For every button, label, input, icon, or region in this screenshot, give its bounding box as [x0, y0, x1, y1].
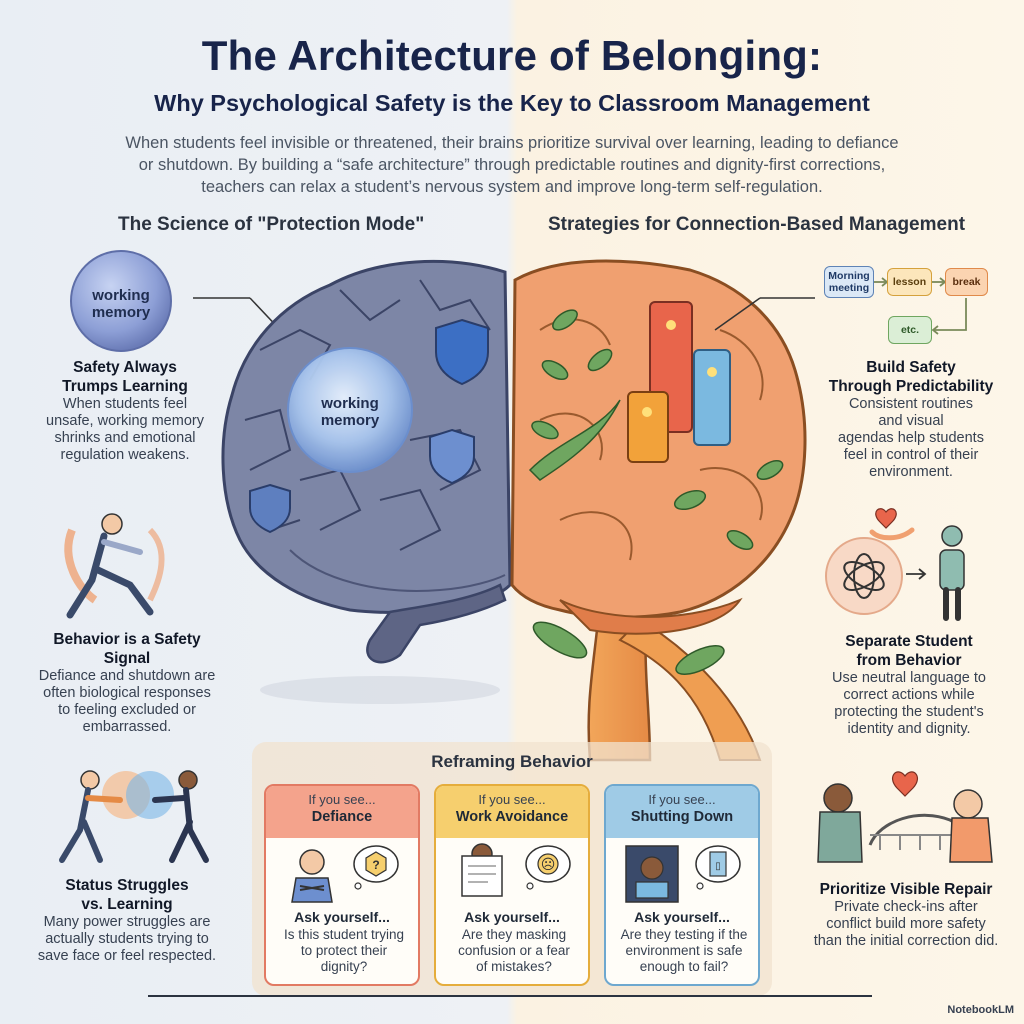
orb-label: working memory — [91, 287, 151, 321]
right-card-repair: Prioritize Visible Repair Private check-… — [813, 881, 999, 949]
crossed-arms-student-icon: ? — [291, 845, 399, 903]
notebooklm-logo: NotebookLM — [947, 1004, 1014, 1016]
right-section-heading: Strategies for Connection-Based Manageme… — [548, 214, 966, 235]
left-card-behavior: Behavior is a Safety Signal Defiance and… — [38, 631, 216, 735]
right-card-separate: Separate Student from Behavior Use neutr… — [832, 633, 986, 737]
shield-icon — [249, 483, 291, 534]
separate-student-icon — [825, 508, 965, 621]
routine-node-lesson: lesson — [887, 268, 932, 296]
building-blocks-icon — [627, 301, 731, 463]
reframing-heading: Reframing Behavior — [431, 752, 593, 771]
brain-orb-label: working memory — [320, 395, 380, 429]
reframe-card-header: If you see... Shutting Down — [606, 786, 758, 838]
intro-line: or shutdown. By building a “safe archite… — [138, 156, 886, 174]
hiding-behind-paper-icon: ☹ — [461, 843, 571, 897]
intro-line: When students feel invisible or threaten… — [125, 134, 899, 152]
svg-text:☹: ☹ — [541, 857, 556, 873]
door-icon — [709, 851, 727, 877]
routine-node-etc: etc. — [888, 316, 932, 344]
reframe-card-shutting-down: If you see... Shutting Down ▯ Ask yourse… — [604, 784, 760, 986]
reframe-card-header: If you see... Defiance — [266, 786, 418, 838]
routine-node-morning: Morning meeting — [824, 266, 874, 298]
heart-icon — [892, 771, 918, 797]
svg-text:?: ? — [372, 858, 379, 872]
routine-node-break: break — [945, 268, 988, 296]
right-card-predictability: Build Safety Through Predictability Cons… — [828, 359, 994, 480]
page-subtitle: Why Psychological Safety is the Key to C… — [154, 90, 870, 116]
reframe-card-defiance: If you see... Defiance ? Ask yourself...… — [264, 784, 420, 986]
working-memory-orb — [70, 250, 319, 371]
svg-text:▯: ▯ — [715, 861, 721, 872]
intro-line: teachers can relax a student’s nervous s… — [201, 178, 823, 196]
reframe-card-header: If you see... Work Avoidance — [436, 786, 588, 838]
left-section-heading: The Science of "Protection Mode" — [118, 214, 425, 235]
growing-brain-tree-illustration — [510, 259, 815, 762]
question-shield-icon — [365, 851, 387, 877]
running-student-icon — [64, 513, 165, 619]
page-title: The Architecture of Belonging: — [201, 32, 823, 79]
visible-repair-icon — [817, 771, 993, 863]
worried-face-icon — [537, 853, 559, 875]
head-down-student-icon: ▯ — [625, 845, 741, 903]
shield-icon — [429, 428, 475, 485]
left-card-safety: Safety Always Trumps Learning When stude… — [46, 359, 204, 463]
reframe-card-work-avoidance: If you see... Work Avoidance ☹ Ask yours… — [434, 784, 590, 986]
stone-brain-illustration — [221, 259, 512, 704]
shield-icon — [435, 318, 489, 386]
heart-icon — [875, 508, 897, 529]
status-struggle-icon — [59, 770, 209, 863]
left-card-status: Status Struggles vs. Learning Many power… — [37, 877, 217, 964]
